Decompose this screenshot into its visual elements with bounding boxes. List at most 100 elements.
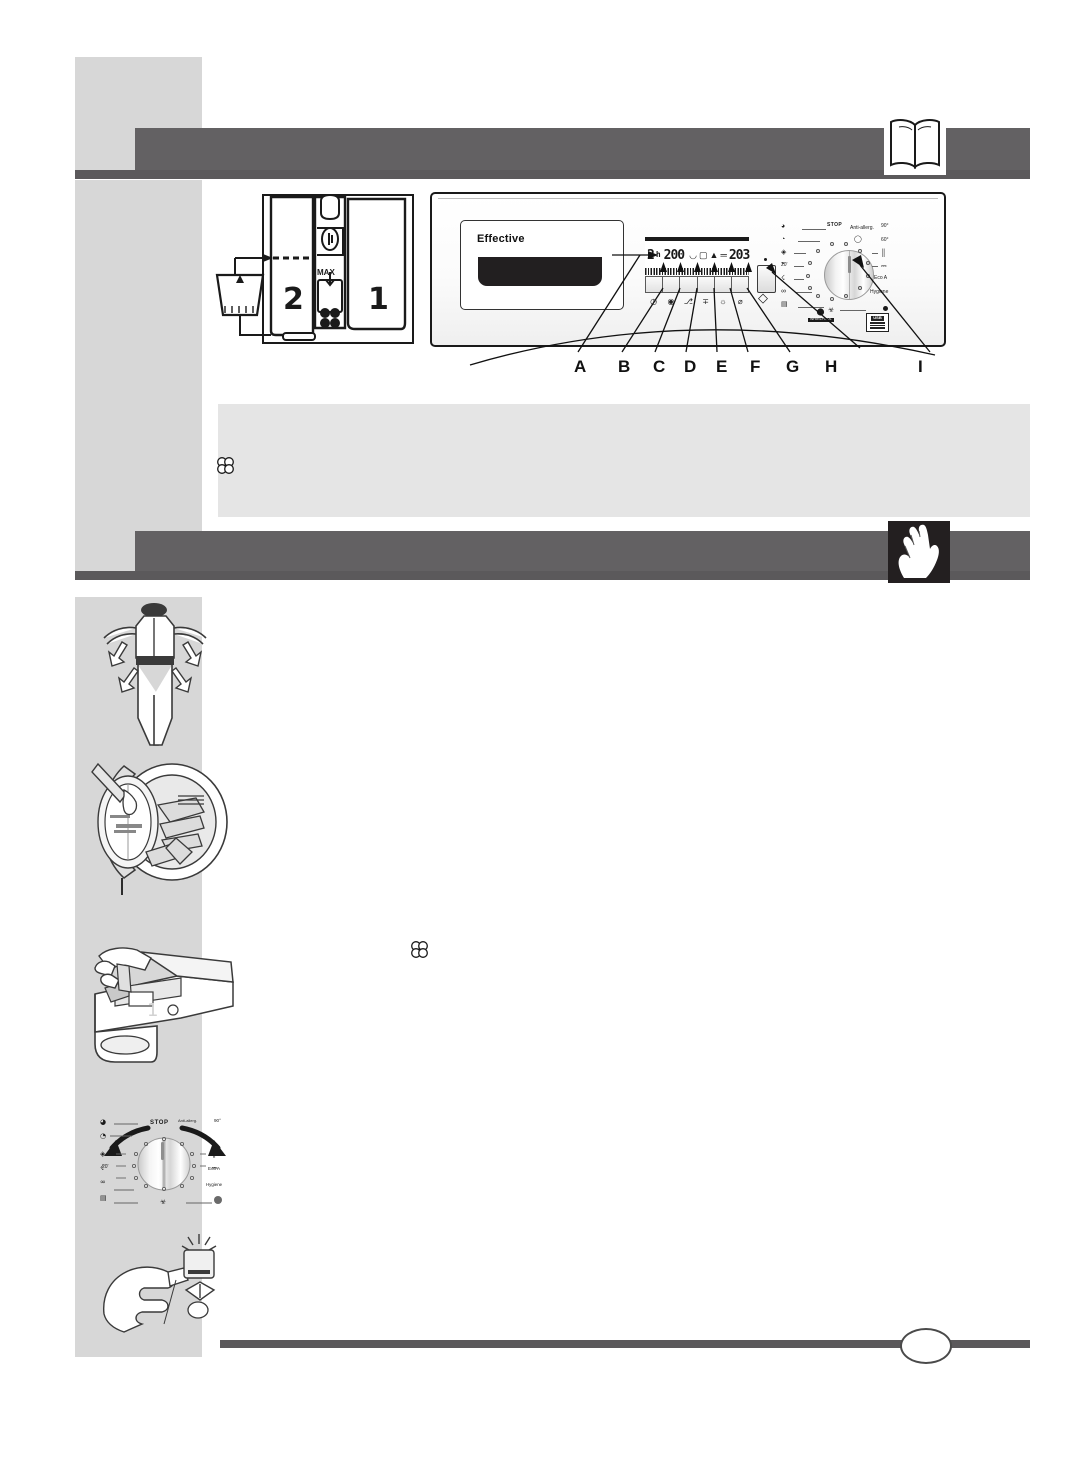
fabric-icon: ⚭ bbox=[781, 261, 786, 267]
svg-text:1: 1 bbox=[147, 1000, 158, 1021]
lcd-spin-value: 200 bbox=[663, 247, 686, 263]
delicates-icon: ◈ bbox=[781, 249, 787, 256]
callout-letter-i: I bbox=[918, 357, 923, 376]
shirt-icon: ◔ bbox=[781, 236, 786, 243]
lcd-iron-icon: ▲ bbox=[709, 249, 719, 260]
svg-text:◔: ◔ bbox=[100, 1132, 106, 1140]
callout-letter-a: A bbox=[574, 357, 587, 376]
svg-text:90°: 90° bbox=[214, 1118, 221, 1123]
clock-icon: ◷ bbox=[650, 297, 658, 306]
dial-label-hygiene: Hygiene bbox=[870, 289, 889, 295]
lcd-top-bar bbox=[645, 237, 749, 241]
header-top-rule bbox=[75, 170, 1030, 179]
drawer-max-label: MAX bbox=[317, 268, 335, 277]
lcd-drying-icon: ═ bbox=[720, 249, 727, 260]
lcd-time-value: 203 bbox=[728, 247, 751, 263]
iron-icon: ⌀ bbox=[737, 297, 743, 306]
drain-icon: ☣ bbox=[828, 307, 835, 314]
svg-text:⎓: ⎓ bbox=[212, 1164, 218, 1172]
spin-speed-button[interactable] bbox=[662, 276, 680, 293]
spin-only-icon: ⎓ bbox=[881, 263, 887, 270]
callout-letter-e: E bbox=[716, 357, 728, 376]
panel-top-highlight bbox=[438, 198, 938, 203]
svg-text:∞: ∞ bbox=[100, 1178, 106, 1186]
svg-text:◈: ◈ bbox=[100, 1150, 106, 1158]
mid-flower-icon bbox=[410, 940, 429, 963]
easy-iron-button[interactable] bbox=[730, 276, 750, 293]
callout-letter-d: D bbox=[684, 357, 697, 376]
info-box bbox=[218, 404, 1030, 517]
display-dark-strip bbox=[478, 257, 602, 286]
lcd-display: 2 h 200 ◡ ▢ ▲ ═ 203 bbox=[645, 237, 751, 275]
plus-minus-icon: ∓ bbox=[702, 297, 709, 306]
svg-text:▤: ▤ bbox=[100, 1194, 107, 1202]
svg-text:║: ║ bbox=[212, 1149, 216, 1158]
callout-letter-h: H bbox=[825, 357, 838, 376]
svg-text:Anti-allerg.: Anti-allerg. bbox=[178, 1118, 197, 1123]
hand-icon bbox=[888, 521, 950, 583]
callout-letters-row: A B C D E F G H I bbox=[560, 358, 940, 380]
power-diamond-icon: ◇ bbox=[758, 290, 768, 305]
lcd-delay-unit: h bbox=[655, 250, 661, 259]
callout-letter-c: C bbox=[653, 357, 666, 376]
lcd-readout-row: 2 h 200 ◡ ▢ ▲ ═ 203 bbox=[647, 245, 751, 265]
temperature-icon: ⎇ bbox=[683, 297, 693, 306]
page-number-badge bbox=[900, 1328, 952, 1364]
dial-label-eco-a: Eco A bbox=[874, 275, 888, 281]
dial-stop-label: STOP bbox=[827, 222, 843, 228]
svg-text:STOP: STOP bbox=[150, 1120, 169, 1126]
lcd-handwash-icon: ▢ bbox=[699, 249, 708, 260]
spiral-icon: ◕ bbox=[781, 223, 786, 230]
dial-label-60: 60° bbox=[881, 237, 889, 243]
callout-letter-f: F bbox=[750, 357, 761, 376]
brand-display-box: Effective bbox=[460, 220, 624, 310]
adding-detergent-drawer-illustration: 1 bbox=[85, 940, 245, 1075]
open-book-icon bbox=[884, 113, 946, 175]
svg-text:Hygiene: Hygiene bbox=[206, 1182, 223, 1187]
loading-drum-illustration bbox=[80, 760, 230, 939]
footer-bar bbox=[220, 1340, 1030, 1348]
plus-minus-button[interactable] bbox=[696, 276, 714, 293]
lcd-progress-bar bbox=[645, 268, 749, 275]
dial-label-anti-allerg: Anti-allerg. bbox=[850, 225, 874, 231]
header-top-bar bbox=[135, 128, 1030, 176]
svg-text:☇: ☇ bbox=[100, 1164, 104, 1172]
rinse-plus-button[interactable] bbox=[713, 276, 731, 293]
detergent-drawer-diagram: 2 1 MAX bbox=[205, 193, 420, 346]
program-selector-dial[interactable]: STOP Anti-allerg. 90° 60° 20' Eco A Hygi… bbox=[780, 222, 900, 334]
pressing-start-button-illustration bbox=[100, 1228, 240, 1333]
rinse-icon: ☼ bbox=[719, 297, 727, 306]
flower-icon bbox=[216, 456, 235, 479]
rinse-program-dot bbox=[883, 306, 888, 311]
svg-text:20': 20' bbox=[102, 1164, 109, 1170]
handwash-icon: ▤ bbox=[781, 301, 788, 308]
program-dial-illustration: STOP Anti-allerg. 90° 20' Eco A Hygiene … bbox=[90, 1108, 240, 1218]
sidebar-gap-2 bbox=[75, 575, 202, 597]
dial-pointer-mark bbox=[847, 256, 851, 273]
dial-label-90: 90° bbox=[881, 223, 889, 229]
wool-icon: ☇ bbox=[781, 275, 786, 282]
drawer-compartment-2-label: 2 bbox=[283, 282, 304, 317]
callout-letter-g: G bbox=[786, 357, 800, 376]
easycare-icon: ◯ bbox=[854, 236, 862, 243]
sport-icon: ∞ bbox=[781, 288, 786, 295]
option-icons-row: ◷ ◉ ⎇ ∓ ☼ ⌀ bbox=[645, 295, 749, 309]
svg-text:Eco A: Eco A bbox=[208, 1166, 221, 1171]
drawer-compartment-1-label: 1 bbox=[368, 282, 389, 317]
curtains-icon: ║ bbox=[881, 250, 886, 257]
brand-text: Effective bbox=[477, 233, 525, 245]
callout-letter-b: B bbox=[618, 357, 631, 376]
option-buttons-row bbox=[645, 276, 750, 293]
temperature-button[interactable] bbox=[679, 276, 697, 293]
delay-start-button[interactable] bbox=[645, 276, 663, 293]
svg-text:☣: ☣ bbox=[160, 1198, 166, 1206]
spin-icon: ◉ bbox=[667, 297, 675, 306]
lcd-delay-value: 2 bbox=[647, 247, 655, 263]
svg-text:◕: ◕ bbox=[100, 1118, 106, 1126]
start-button-led bbox=[764, 258, 767, 261]
person-emptying-pockets-illustration bbox=[88, 600, 228, 750]
lcd-water-icon: ◡ bbox=[689, 249, 697, 260]
header-second-rule bbox=[75, 571, 1030, 580]
start-pause-button[interactable] bbox=[757, 265, 776, 293]
dial-label-20min: 20' bbox=[781, 262, 788, 268]
